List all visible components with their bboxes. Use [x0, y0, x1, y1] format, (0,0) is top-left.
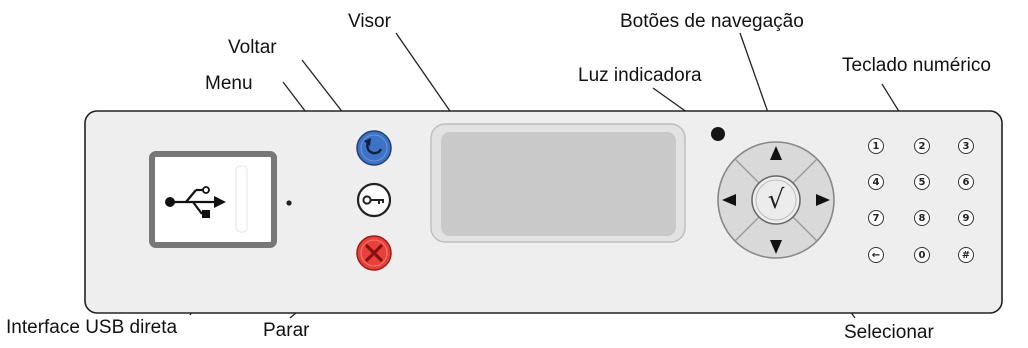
keypad-key[interactable]: 8 [914, 210, 930, 226]
label-selecionar: Selecionar [844, 322, 934, 343]
label-botoes-navegacao: Botões de navegação [620, 11, 804, 32]
keypad-key[interactable]: 3 [958, 138, 974, 154]
keypad-key[interactable]: ← [868, 247, 884, 263]
back-button[interactable] [356, 130, 392, 166]
back-arrow-icon [364, 138, 383, 155]
x-icon [365, 244, 383, 262]
check-icon: √ [767, 185, 785, 215]
label-luz-indicadora: Luz indicadora [578, 65, 702, 86]
keypad-key[interactable]: 1 [868, 138, 884, 154]
nav-down-button[interactable] [770, 240, 782, 254]
keypad-key[interactable]: # [958, 247, 974, 263]
nav-left-button[interactable] [722, 194, 736, 206]
keypad-key[interactable]: 7 [868, 210, 884, 226]
usb-dot [286, 200, 292, 206]
select-button[interactable] [751, 175, 801, 225]
display-screen [441, 132, 676, 236]
label-parar: Parar [263, 320, 310, 341]
nav-up-button[interactable] [770, 146, 782, 160]
keypad-key[interactable]: 6 [958, 174, 974, 190]
label-voltar: Voltar [228, 37, 277, 58]
usb-slot[interactable] [235, 165, 248, 233]
label-visor: Visor [348, 11, 391, 32]
indicator-light [711, 127, 725, 141]
keypad-key[interactable]: 4 [868, 174, 884, 190]
nav-pad [717, 141, 835, 259]
keypad-key[interactable]: 0 [914, 247, 930, 263]
nav-right-button[interactable] [816, 194, 830, 206]
stop-button[interactable] [356, 235, 392, 271]
keypad-key[interactable]: 5 [914, 174, 930, 190]
keypad-key[interactable]: 2 [914, 138, 930, 154]
menu-button[interactable] [356, 182, 392, 218]
usb-icon [165, 186, 226, 218]
label-teclado-numerico: Teclado numérico [842, 55, 991, 76]
keypad-key[interactable]: 9 [958, 210, 974, 226]
key-icon [362, 195, 384, 205]
label-interface-usb: Interface USB direta [6, 317, 178, 338]
label-menu: Menu [205, 73, 253, 94]
